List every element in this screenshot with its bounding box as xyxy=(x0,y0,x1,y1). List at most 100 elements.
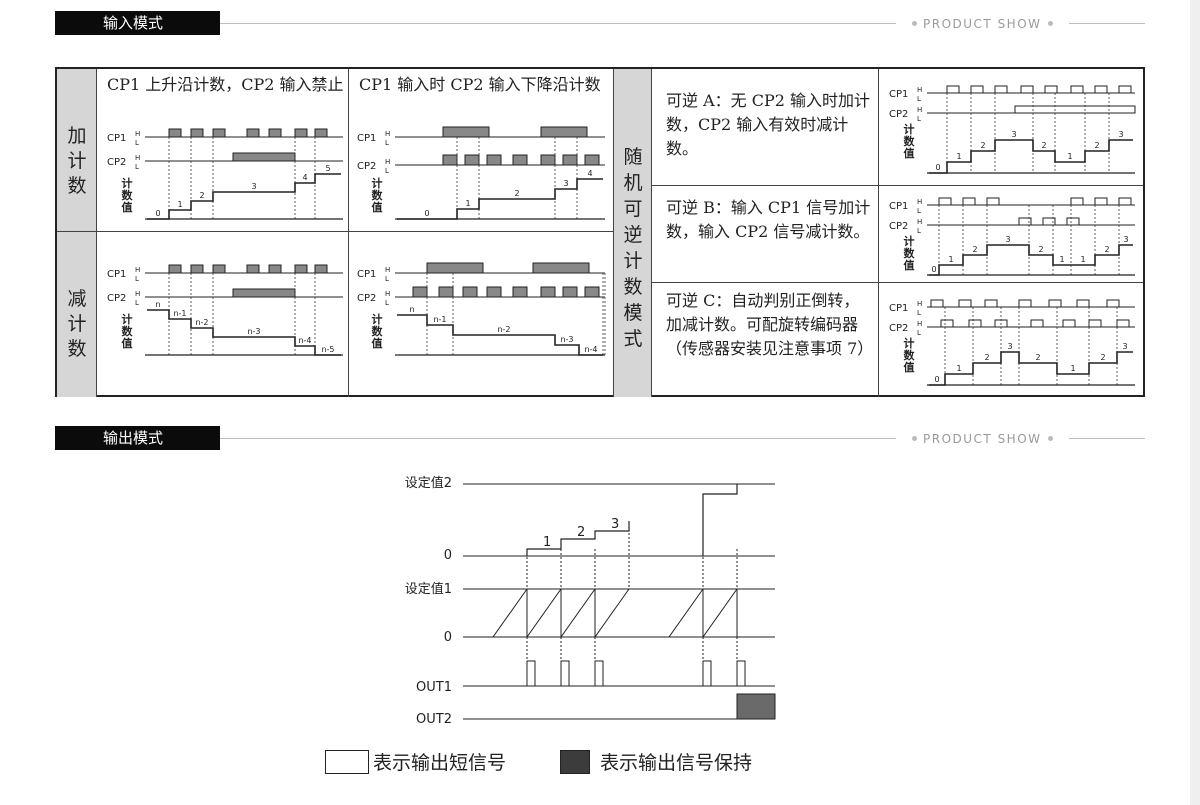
add-count-label: 加计数 xyxy=(67,125,87,197)
cp1-pulse xyxy=(1018,299,1032,308)
step-label-3: 3 xyxy=(611,517,619,532)
cp1-pulse xyxy=(314,128,328,138)
cp2-pulse xyxy=(940,319,954,328)
cp2-pulse xyxy=(412,286,428,298)
count-value-label-char: 值 xyxy=(372,200,383,214)
out2-label: OUT2 xyxy=(416,712,452,727)
ramp-segment xyxy=(560,588,596,638)
output-section-title: 输出模式 xyxy=(55,426,220,450)
cp1-pulse xyxy=(190,128,204,138)
cp1-pulse xyxy=(190,264,204,274)
count-value-label-char: 计 xyxy=(372,312,383,326)
cp1-pulse xyxy=(246,128,260,138)
cp2-pulse xyxy=(1066,217,1080,226)
cp1-pulse xyxy=(970,85,984,94)
count-steps-line-2 xyxy=(702,484,738,556)
ramp-segment xyxy=(668,588,704,638)
cp2-pulse xyxy=(968,319,982,328)
mode-a-diagram-cell xyxy=(879,69,1143,186)
cp2-pulse xyxy=(1062,319,1076,328)
out1-pulse xyxy=(560,660,570,687)
cp2-pulse xyxy=(442,154,458,166)
cp1-pulse xyxy=(930,299,944,308)
count-label-2: n-2 xyxy=(195,318,208,327)
count-label-0: 0 xyxy=(424,209,429,218)
mode-b-desc: 可逆 B：输入 CP1 信号加计数，输入 CP2 信号减计数。 xyxy=(666,198,871,241)
count-label-4: 4 xyxy=(302,173,307,182)
cp2-pulse xyxy=(464,154,480,166)
input-modes-table: 加计数 减计数 CP1 上升沿计数，CP2 输入禁止 CP1 输入时 CP2 输… xyxy=(55,67,1145,397)
legend-hold-swatch xyxy=(560,750,590,774)
cp1-pulse xyxy=(1106,299,1120,308)
count-label-5: 1 xyxy=(1070,364,1075,373)
zero-label-top: 0 xyxy=(444,548,452,563)
count-label-1: n-1 xyxy=(433,315,446,324)
count-value-label-char: 数 xyxy=(122,324,134,338)
count-label-3: 3 xyxy=(1005,235,1010,244)
cp1-label: CP1 xyxy=(889,201,908,212)
h-label: H xyxy=(917,106,922,114)
cp2-pulse xyxy=(540,286,556,298)
h-label: H xyxy=(385,290,390,298)
sub-right-count-line xyxy=(397,314,603,356)
cp2-label: CP2 xyxy=(889,221,908,232)
cp2-pulse xyxy=(540,154,556,166)
count-label-0: 0 xyxy=(934,375,939,384)
mode-a-desc: 可逆 A：无 CP2 输入时加计数，CP2 输入有效时减计数。 xyxy=(666,91,871,158)
l-label: L xyxy=(135,299,139,307)
count-label-5: 5 xyxy=(325,164,330,173)
out2-hold-block xyxy=(736,693,776,720)
count-label-0: 0 xyxy=(155,209,160,218)
sub-left-cell xyxy=(97,232,349,397)
cp1-pulse xyxy=(1020,85,1034,94)
set1-label: 设定值1 xyxy=(405,581,452,597)
h-label: H xyxy=(135,290,140,298)
cp2-pulse xyxy=(1030,319,1044,328)
count-label-0: n xyxy=(409,305,414,314)
cp1-pulse xyxy=(984,299,998,308)
add-left-desc: CP1 上升沿计数，CP2 输入禁止 xyxy=(107,75,344,94)
count-value-label-char: 值 xyxy=(372,336,383,350)
count-value-label-char: 值 xyxy=(122,200,133,214)
cp1-label: CP1 xyxy=(357,269,376,280)
cp2-pulse xyxy=(1018,217,1032,226)
cp2-pulse xyxy=(512,154,528,166)
cp1-pulse xyxy=(532,262,590,274)
l-label: L xyxy=(917,95,921,103)
input-section-title: 输入模式 xyxy=(55,11,220,35)
count-label-1: 1 xyxy=(177,200,182,209)
cp1-pulse xyxy=(426,262,484,274)
count-value-label-char: 值 xyxy=(904,258,915,272)
count-label-3: 3 xyxy=(1011,130,1016,139)
cp1-pulse xyxy=(168,264,182,274)
cp1-pulse xyxy=(1076,299,1090,308)
cp2-pulse xyxy=(232,152,296,162)
count-label-5: 1 xyxy=(1067,152,1072,161)
cp2-label: CP2 xyxy=(357,161,376,172)
count-label-3: 3 xyxy=(251,182,256,191)
h-label: H xyxy=(385,266,390,274)
h-label: H xyxy=(135,130,140,138)
count-label-3: 3 xyxy=(1007,342,1012,351)
legend-hold-label: 表示输出信号保持 xyxy=(600,752,753,774)
sub-count-label-cell: 减计数 xyxy=(57,232,97,397)
count-value-label-char: 数 xyxy=(372,324,384,338)
count-value-label-char: 计 xyxy=(904,336,915,350)
cp2-pulse xyxy=(486,286,502,298)
cp1-pulse xyxy=(314,264,328,274)
l-label: L xyxy=(917,309,921,317)
add-left-count-line xyxy=(147,173,341,220)
input-section-rule xyxy=(220,23,1145,24)
count-value-label-char: 数 xyxy=(372,188,384,202)
cp2-pulse xyxy=(462,286,478,298)
add-right-count-line xyxy=(397,178,603,220)
cp1-pulse xyxy=(1070,197,1084,206)
mode-b-cell: 可逆 B：输入 CP1 信号加计数，输入 CP2 信号减计数。 xyxy=(652,186,879,283)
mode-c-desc: 可逆 C：自动判别正倒转，加减计数。可配旋转编码器（传感器安装见注意事项 7） xyxy=(666,291,874,358)
count-label-4: 2 xyxy=(1035,353,1040,362)
l-label: L xyxy=(135,275,139,283)
cp2-pulse xyxy=(1014,105,1136,114)
